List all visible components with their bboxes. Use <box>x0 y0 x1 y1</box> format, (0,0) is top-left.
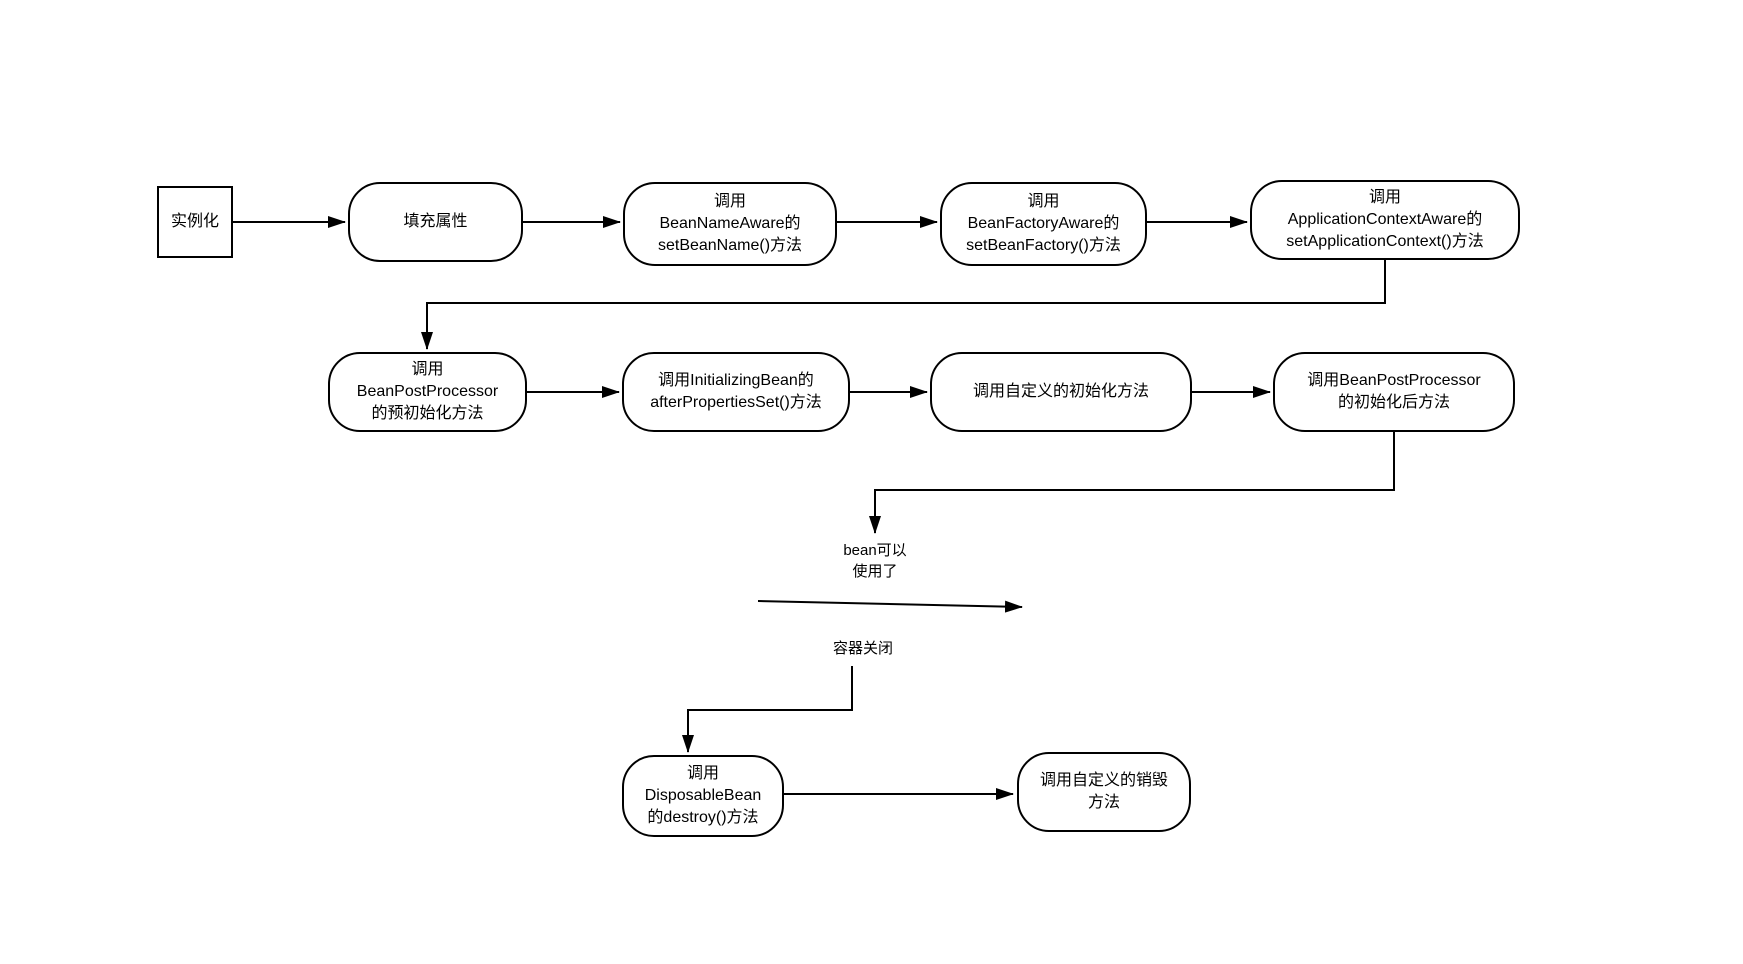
edge-bean-ready-to-container-close <box>757 600 1023 613</box>
node-custom-init: 调用自定义的初始化方法 <box>930 352 1192 432</box>
node-bean-post-processor-pre: 调用 BeanPostProcessor 的预初始化方法 <box>328 352 527 432</box>
edge-bean-post-processor-post-to-bean-ready <box>869 432 1395 534</box>
node-populate-properties: 填充属性 <box>348 182 523 262</box>
label-bean-ready: bean可以 使用了 <box>843 542 907 580</box>
label-container-close: 容器关闭 <box>832 639 893 657</box>
node-application-context-aware: 调用 ApplicationContextAware的 setApplicati… <box>1250 180 1520 260</box>
node-custom-destroy: 调用自定义的销毁 方法 <box>1017 752 1191 832</box>
edge-application-context-aware-to-bean-post-processor-pre <box>421 260 1386 350</box>
edge-container-close-to-disposable-bean <box>682 666 853 753</box>
node-bean-post-processor-post: 调用BeanPostProcessor 的初始化后方法 <box>1273 352 1515 432</box>
node-instantiate: 实例化 <box>157 186 233 258</box>
node-initializing-bean: 调用InitializingBean的 afterPropertiesSet()… <box>622 352 850 432</box>
node-disposable-bean: 调用 DisposableBean 的destroy()方法 <box>622 755 784 837</box>
node-bean-name-aware: 调用 BeanNameAware的 setBeanName()方法 <box>623 182 837 266</box>
node-bean-factory-aware: 调用 BeanFactoryAware的 setBeanFactory()方法 <box>940 182 1147 266</box>
